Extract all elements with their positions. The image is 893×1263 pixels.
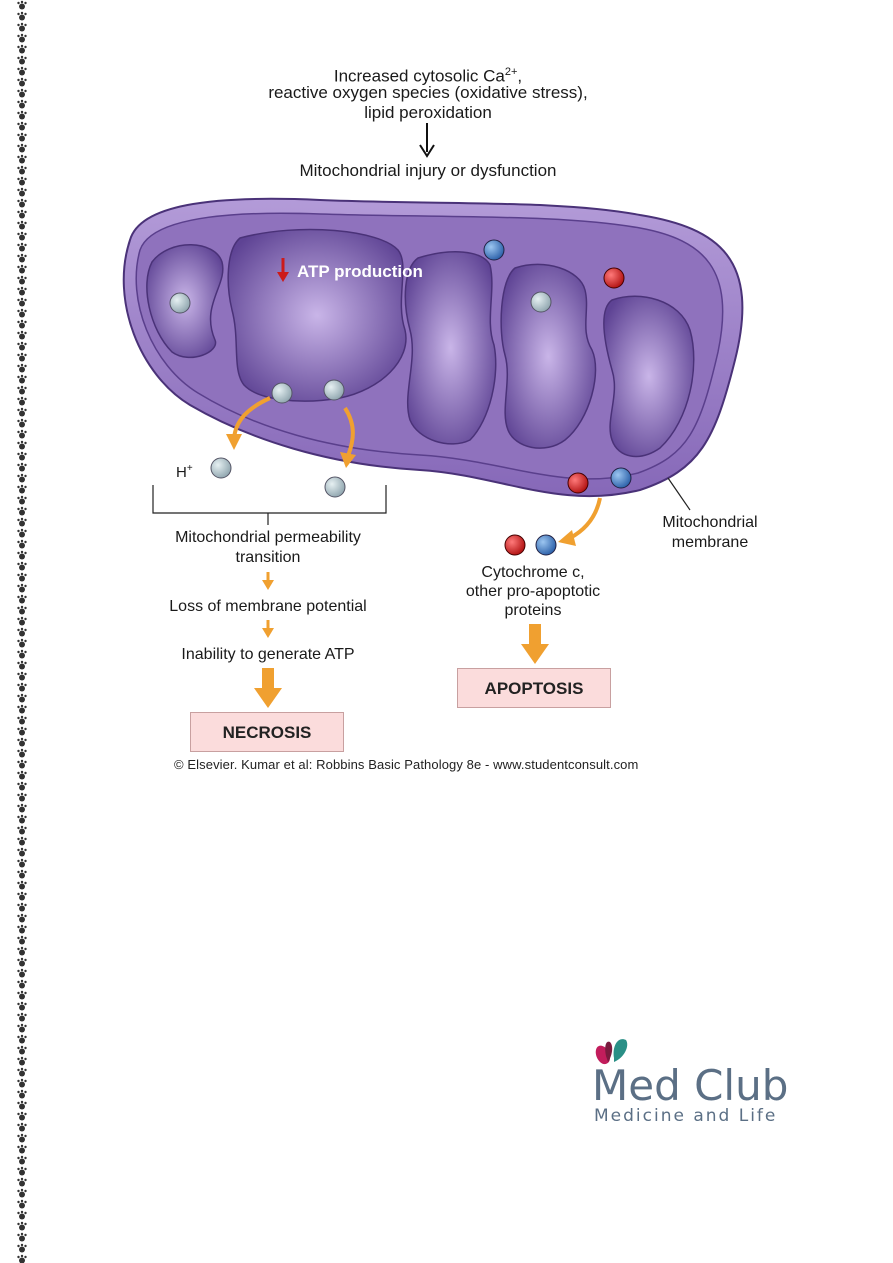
top-cause-line1: Increased cytosolic Ca2+,: [333, 66, 523, 86]
release-arrow-right: [558, 497, 602, 546]
cytochrome-dot: [610, 467, 632, 489]
ion-dot: [323, 379, 345, 401]
copyright-credit: © Elsevier. Kumar et al: Robbins Basic P…: [174, 757, 639, 772]
necrosis-step-arrow: [262, 620, 274, 638]
top-cause-line2: reactive oxygen species (oxidative stres…: [268, 83, 588, 102]
apoptosis-outcome-box: APOPTOSIS: [457, 668, 611, 708]
necrosis-step2: Loss of membrane potential: [169, 598, 367, 615]
logo-title: Med Club: [592, 1061, 789, 1110]
h-plus-label: H+: [176, 463, 193, 481]
apoptosis-outcome-arrow: [521, 624, 549, 664]
released-cytochrome-dot: [504, 534, 526, 556]
med-club-logo-icon: [595, 1039, 628, 1065]
logo-subtitle: Medicine and Life: [594, 1106, 778, 1126]
apoptosis-line1: Cytochrome c,: [481, 564, 585, 581]
injury-label: Mitochondrial injury or dysfunction: [299, 161, 557, 180]
membrane-label-line2: membrane: [671, 534, 749, 551]
necrosis-outcome-box: NECROSIS: [190, 712, 344, 752]
top-down-arrow: [419, 123, 435, 158]
h-plus-dot: [210, 457, 232, 479]
released-ion-dot: [324, 476, 346, 498]
released-cytochrome-dot: [535, 534, 557, 556]
necrosis-step1-line1: Mitochondrial permeability: [175, 529, 361, 546]
cytochrome-dot: [567, 472, 589, 494]
release-arrow-left: [226, 396, 271, 450]
cytochrome-dot: [483, 239, 505, 261]
bracket: [152, 485, 387, 525]
membrane-pointer: [667, 477, 691, 511]
necrosis-step-arrow: [262, 572, 274, 590]
ion-dot: [530, 291, 552, 313]
membrane-label-line1: Mitochondrial: [662, 514, 758, 531]
cytochrome-dot: [603, 267, 625, 289]
ion-dot: [271, 382, 293, 404]
release-arrow-middle: [340, 406, 356, 468]
necrosis-step3: Inability to generate ATP: [181, 646, 355, 663]
apoptosis-line2: other pro-apoptotic: [465, 583, 601, 600]
top-cause-line3: lipid peroxidation: [364, 103, 492, 122]
necrosis-step1-line2: transition: [235, 549, 301, 566]
ion-dot: [169, 292, 191, 314]
atp-production-label: ATP production: [297, 262, 423, 281]
decrease-arrow-icon: [277, 258, 289, 282]
mitochondrion: [122, 197, 744, 498]
decorative-border: [0, 0, 44, 1263]
necrosis-outcome-arrow: [254, 668, 282, 708]
apoptosis-line3: proteins: [504, 602, 562, 619]
